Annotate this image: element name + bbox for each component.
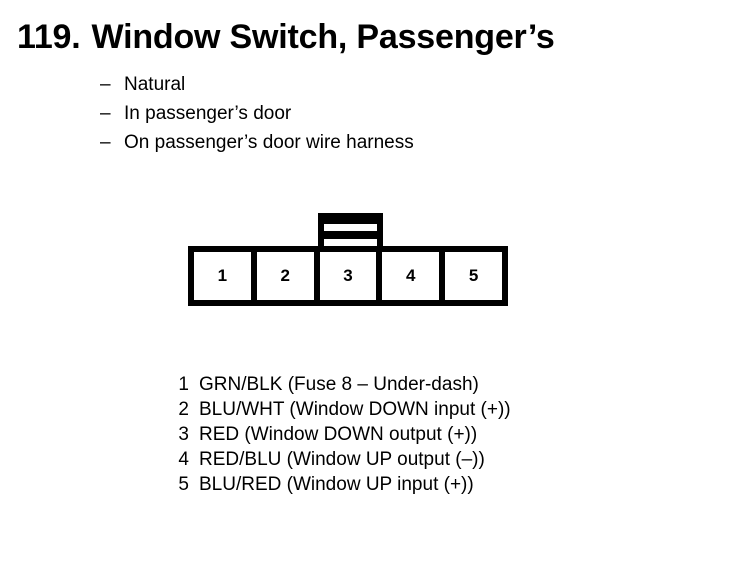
pin-legend-description: RED (Window DOWN output (+)) — [199, 424, 478, 445]
connector-shell: 1 2 3 4 5 — [188, 246, 508, 306]
pin-legend-row: 5 BLU/RED (Window UP input (+)) — [176, 472, 511, 497]
attribute-label: On passenger’s door wire harness — [124, 132, 414, 153]
connector-diagram: 1 2 3 4 5 — [188, 213, 508, 306]
page-title-text: Window Switch, Passenger’s — [91, 18, 555, 56]
pin-legend-row: 3 RED (Window DOWN output (+)) — [176, 422, 511, 447]
connector-pin-cell: 3 — [319, 252, 383, 300]
pin-legend-description: GRN/BLK (Fuse 8 – Under-dash) — [199, 374, 479, 395]
connector-pin-number: 5 — [468, 266, 479, 285]
pin-legend-number: 1 — [178, 374, 189, 395]
connector-pin-number: 4 — [406, 266, 416, 285]
connector-pin-cell: 5 — [445, 252, 502, 300]
pin-legend-number: 3 — [178, 424, 189, 445]
connector-pin-cell: 1 — [194, 252, 257, 300]
connector-pin-cell: 2 — [256, 252, 320, 300]
page-title: 119. Window Switch, Passenger’s — [17, 17, 555, 57]
attribute-list: –Natural –In passenger’s door –On passen… — [100, 70, 414, 157]
pin-legend-description: BLU/WHT (Window DOWN input (+)) — [199, 399, 511, 420]
locking-tab-slot — [324, 224, 377, 231]
dash-bullet-icon: – — [100, 132, 111, 153]
pin-legend-row: 1 GRN/BLK (Fuse 8 – Under-dash) — [176, 372, 511, 397]
dash-bullet-icon: – — [100, 103, 111, 124]
pin-legend-number: 2 — [178, 399, 189, 420]
locking-tab-slot — [324, 239, 377, 246]
attribute-item: –In passenger’s door — [100, 99, 414, 128]
pin-legend-number: 5 — [178, 474, 189, 495]
pin-legend-number: 4 — [178, 449, 189, 470]
pin-legend-row: 4 RED/BLU (Window UP output (–)) — [176, 447, 511, 472]
page-title-number: 119. — [17, 18, 81, 56]
pin-legend-description: BLU/RED (Window UP input (+)) — [199, 474, 474, 495]
pin-legend-description: RED/BLU (Window UP output (–)) — [199, 449, 485, 470]
pin-legend-row: 2 BLU/WHT (Window DOWN input (+)) — [176, 397, 511, 422]
connector-pin-number: 1 — [217, 266, 228, 285]
attribute-label: Natural — [124, 74, 186, 95]
attribute-item: –Natural — [100, 70, 414, 99]
connector-pin-cell: 4 — [382, 252, 446, 300]
dash-bullet-icon: – — [100, 74, 111, 95]
connector-pin-number: 2 — [280, 266, 290, 285]
attribute-label: In passenger’s door — [124, 103, 292, 124]
connector-pin-number: 3 — [343, 266, 353, 285]
connector-locking-tab-icon — [318, 213, 383, 247]
pin-legend: 1 GRN/BLK (Fuse 8 – Under-dash) 2 BLU/WH… — [176, 372, 511, 497]
attribute-item: –On passenger’s door wire harness — [100, 128, 414, 157]
